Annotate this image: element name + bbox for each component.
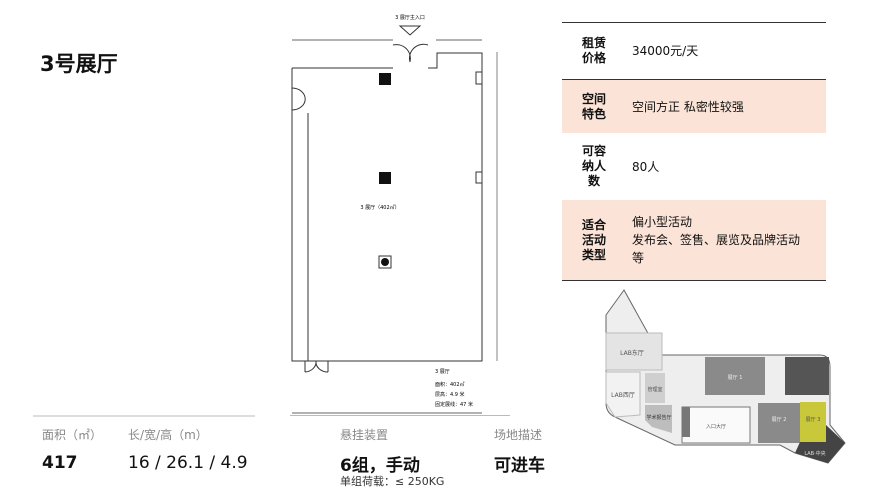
map-label: LAB西厅: [611, 392, 635, 399]
column-icon: [378, 255, 392, 269]
value: 空间方正 私密性较强: [632, 99, 744, 114]
column-icon: [379, 73, 391, 85]
dims-value: 16 / 26.1 / 4.9: [128, 453, 248, 473]
row-price: 租赁价格 34000元/天: [562, 23, 826, 79]
map-label: LAB东厅: [620, 349, 644, 357]
row-activity: 适合活动类型 偏小型活动发布会、签售、展览及品牌活动等: [562, 200, 826, 281]
value: 发布会、签售、展览及品牌活动: [632, 233, 801, 247]
label: 适合: [581, 217, 606, 232]
value: 等: [632, 251, 645, 265]
label: 租赁价格: [581, 35, 606, 65]
page-title: 3号展厅: [40, 52, 118, 76]
map-label: 展厅 1: [728, 375, 743, 381]
hall-3-highlight: [800, 402, 826, 442]
map-label: 展厅 2: [772, 417, 787, 423]
legend-height: 层高：4.9 米: [435, 391, 465, 398]
value: 80人: [632, 159, 660, 174]
value: 34000元/天: [632, 43, 699, 58]
floor-plan: 3 展厅主入口 3 展厅（402㎡） 3 展厅 面积：402㎡ 层高：4.9 米…: [291, 14, 498, 414]
rig-sub: 单组荷载：≤ 250KG: [340, 475, 445, 488]
column-icon: [379, 172, 391, 184]
legend-area: 面积：402㎡: [435, 381, 465, 388]
map-label: LAB·中央: [804, 450, 825, 457]
map-label: 入口大厅: [706, 423, 726, 430]
location-map: LAB东厅 LAB西厅 管理室 学术报告厅 展厅 1 展厅 2 展厅 3 入口大…: [605, 289, 846, 464]
info-table: 租赁价格 34000元/天 空间特色 空间方正 私密性较强 可容纳人数 80人 …: [562, 22, 826, 281]
rig-value: 6组，手动: [340, 456, 420, 476]
label: 可容纳人数: [581, 144, 606, 188]
map-label: 展厅 3: [806, 417, 821, 423]
row-feature: 空间特色 空间方正 私密性较强: [562, 80, 826, 134]
rig-header: 悬挂装置: [340, 428, 389, 442]
entrance-label: 3 展厅主入口: [395, 14, 425, 21]
value: 偏小型活动: [632, 215, 693, 229]
area-header: 面积（㎡）: [42, 428, 103, 442]
divider: [290, 415, 510, 416]
legend-title: 3 展厅: [435, 369, 450, 375]
room-label: 3 展厅（402㎡）: [360, 204, 399, 211]
desc-header: 场地描述: [494, 428, 543, 442]
dims-header: 长/宽/高（m）: [128, 428, 208, 442]
legend-line: 固定展线：47 米: [435, 401, 473, 408]
area-value: 417: [42, 453, 78, 473]
label: 类型: [581, 247, 606, 262]
map-label: 学术报告厅: [646, 414, 671, 421]
divider: [33, 415, 255, 417]
desc-value: 可进车: [494, 456, 545, 476]
map-label: 管理室: [647, 386, 662, 393]
row-capacity: 可容纳人数 80人: [562, 134, 826, 200]
label: 活动: [581, 232, 606, 247]
label: 空间特色: [581, 91, 606, 121]
